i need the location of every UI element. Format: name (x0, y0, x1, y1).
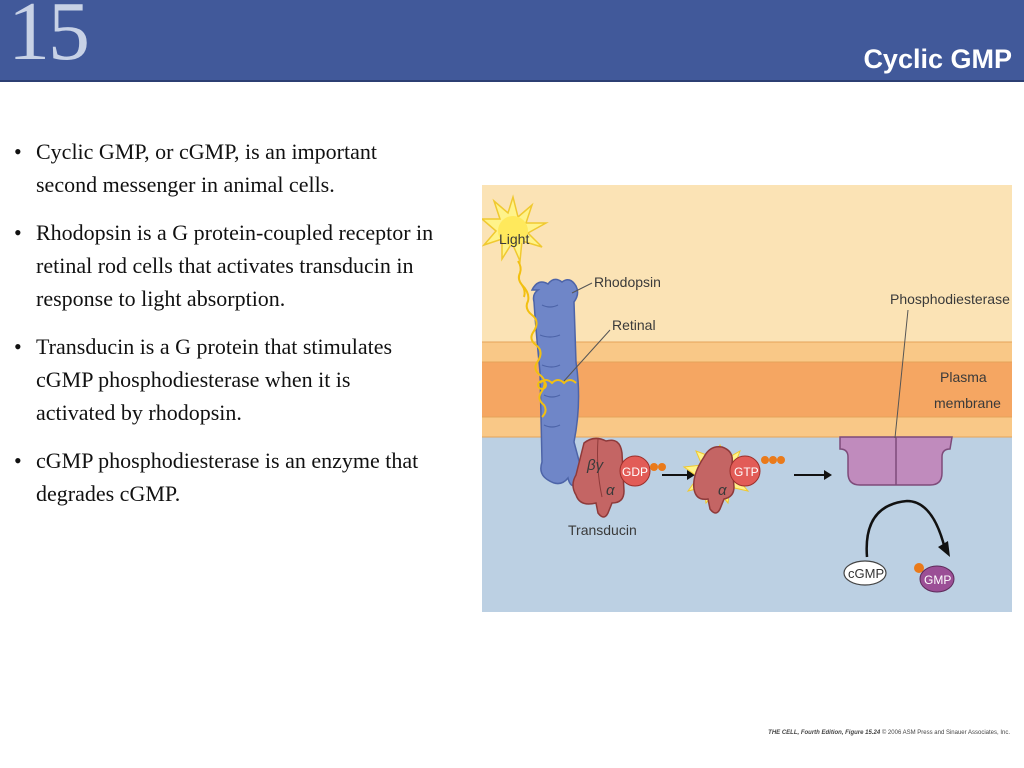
bullet-text: cGMP phosphodiesterase is an enzyme that… (36, 448, 419, 506)
bullet-item: • Cyclic GMP, or cGMP, is an important se… (14, 135, 434, 201)
membrane-inner-layer (482, 417, 1012, 437)
gmp-label: GMP (924, 573, 951, 587)
gtp-molecule (729, 455, 761, 487)
bullet-text: Rhodopsin is a G protein-coupled recepto… (36, 220, 434, 311)
rhodopsin-signaling-figure: Light Rhodopsin Retinal βγ α GDP Transdu… (482, 185, 1012, 612)
reaction-arrowhead (938, 541, 950, 557)
header-divider (0, 80, 1024, 82)
chapter-number: 15 (8, 0, 90, 78)
retinal-chain (521, 284, 547, 418)
gdp-label: GDP (622, 465, 648, 479)
phosphate-dot (650, 463, 658, 471)
phosphodiesterase-label: Phosphodiesterase (890, 291, 1010, 307)
bullet-item: • Rhodopsin is a G protein-coupled recept… (14, 216, 434, 315)
gdp-molecule (619, 455, 651, 487)
retinal-leader-line (563, 329, 611, 382)
alpha-label: α (606, 482, 615, 499)
bullet-list: • Cyclic GMP, or cGMP, is an important se… (14, 135, 434, 525)
plasma-label: Plasma (940, 369, 987, 385)
phosphate-dot (658, 463, 666, 471)
phosphate-dot (769, 456, 777, 464)
light-burst-icon (482, 194, 549, 264)
alpha-active-label: α (718, 482, 727, 499)
figure-credit: THE CELL, Fourth Edition, Figure 15.24 ©… (768, 730, 1010, 736)
transducin-alpha-active (692, 445, 735, 514)
membrane-label: membrane (934, 395, 1001, 411)
gtp-label: GTP (734, 465, 759, 479)
bullet-marker: • (14, 139, 22, 164)
credit-citation: THE CELL, Fourth Edition, Figure 15.24 (768, 730, 881, 736)
bullet-item: • Transducin is a G protein that stimulat… (14, 330, 434, 429)
bullet-text: Transducin is a G protein that stimulate… (36, 334, 393, 425)
slide-title: Cyclic GMP (863, 44, 1012, 74)
light-ray (517, 260, 526, 298)
gmp-molecule (919, 565, 955, 593)
bullet-marker: • (14, 448, 22, 473)
credit-rights: © 2006 ASM Press and Sinauer Associates,… (881, 730, 1010, 736)
membrane-outer-layer (482, 342, 1012, 362)
phosphate-dot (761, 456, 769, 464)
phosphate-dot (914, 563, 924, 573)
arrow-right-icon (794, 470, 832, 480)
bullet-marker: • (14, 220, 22, 245)
light-label: Light (499, 231, 529, 247)
retinal-label: Retinal (612, 317, 656, 333)
bullet-text: Cyclic GMP, or cGMP, is an important sec… (36, 139, 377, 197)
beta-gamma-label: βγ (586, 457, 605, 474)
rhodopsin-leader-line (571, 282, 593, 294)
phosphodiesterase-leader-line (894, 309, 909, 439)
reaction-arrow (865, 499, 947, 558)
cgmp-label: cGMP (848, 566, 884, 581)
bullet-marker: • (14, 334, 22, 359)
phosphate-dot (777, 456, 785, 464)
header-bar: 15 Cyclic GMP (0, 0, 1024, 80)
cgmp-molecule (843, 560, 887, 586)
rhodopsin-label: Rhodopsin (594, 274, 661, 290)
bullet-item: • cGMP phosphodiesterase is an enzyme tha… (14, 444, 434, 510)
arrow-right-icon (662, 470, 695, 480)
transducin-label: Transducin (568, 522, 637, 538)
